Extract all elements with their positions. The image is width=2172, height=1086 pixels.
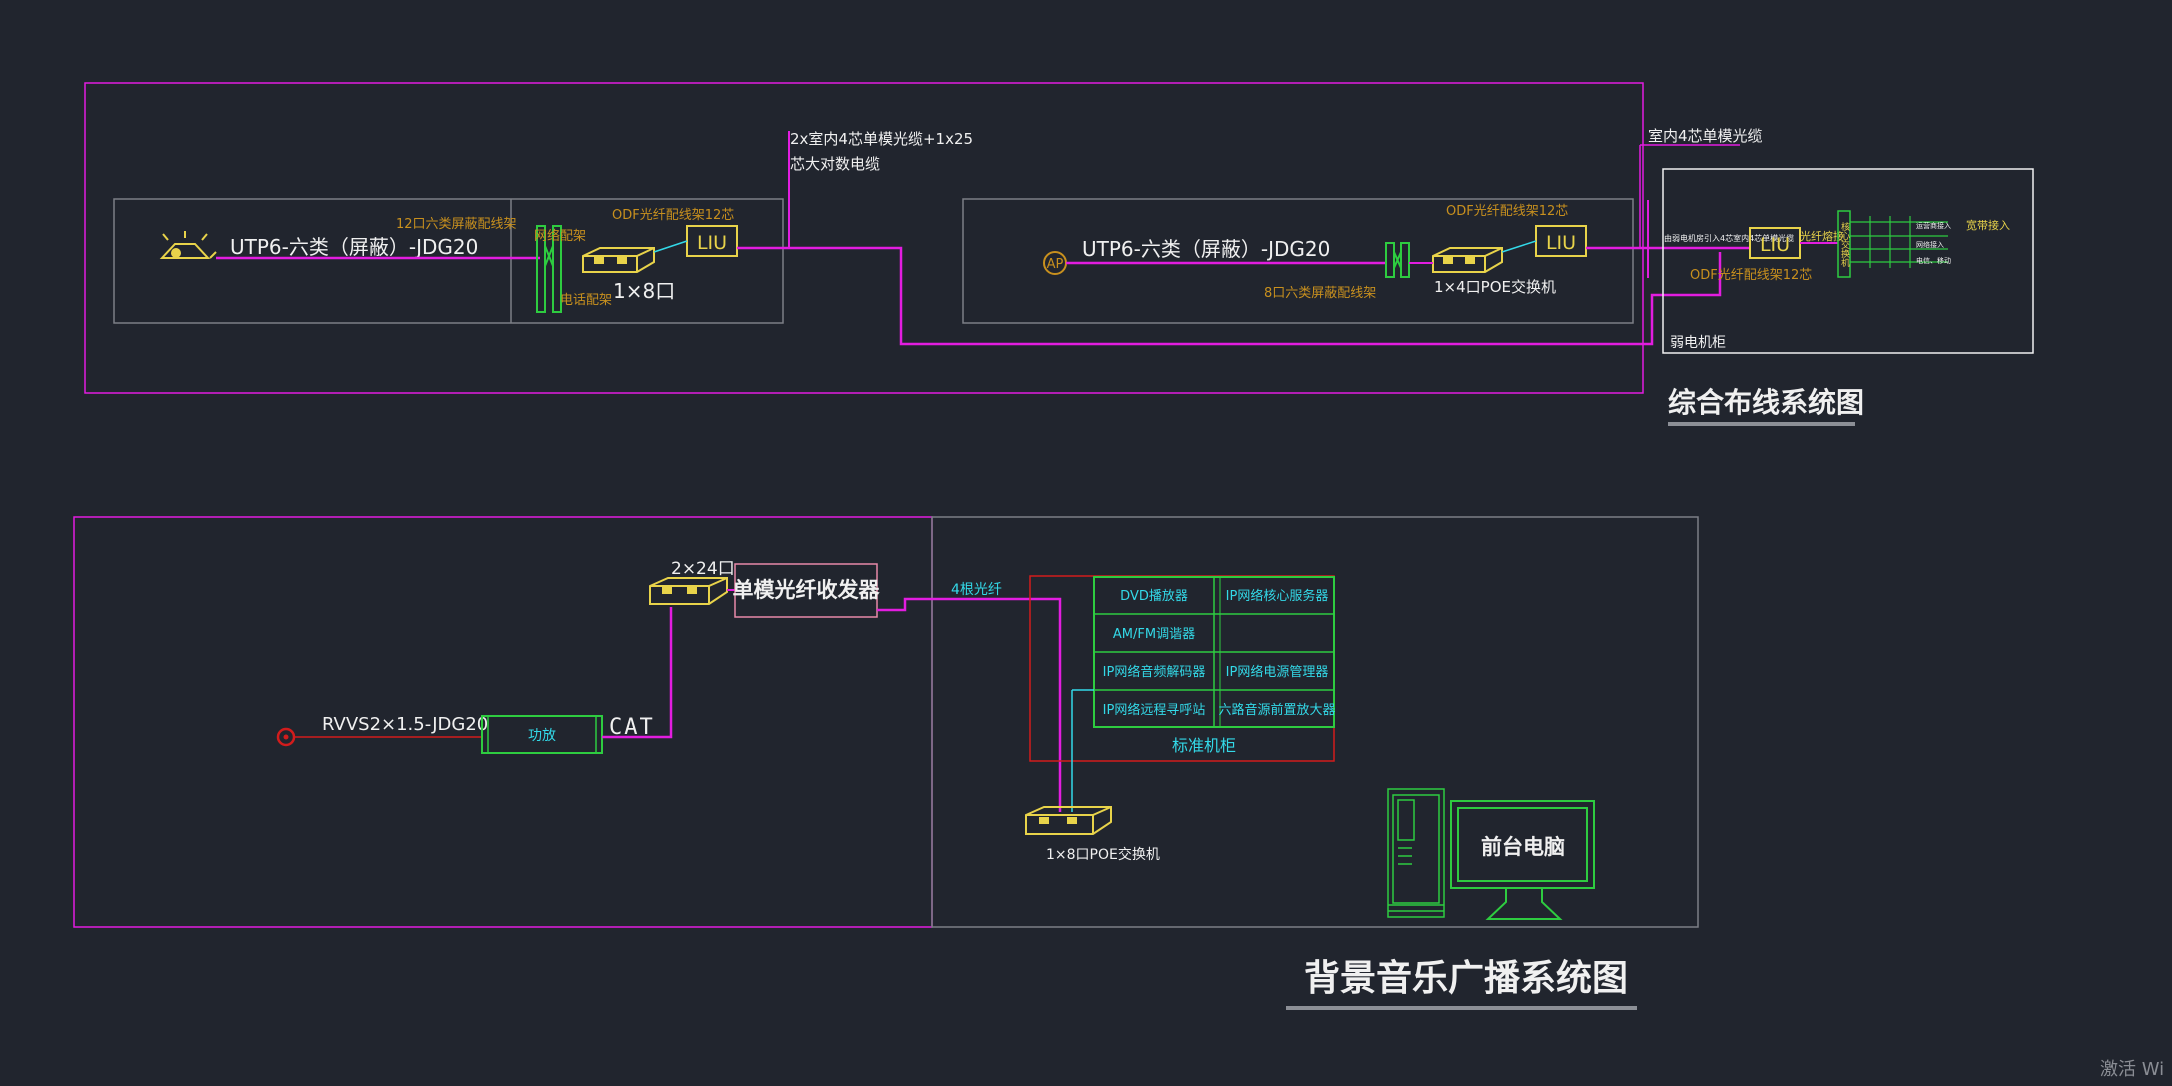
trunk-label-line2: 芯大对数电缆: [790, 155, 880, 173]
left-floor-box: [113, 198, 784, 324]
trunk-label-line1: 2x室内4芯单模光缆+1x25: [790, 130, 973, 148]
rack-item-label: DVD播放器: [1120, 589, 1188, 604]
amplifier-box: [481, 715, 603, 754]
mid-floor-box: [962, 198, 1634, 324]
right-cabinet-label: 弱电机柜: [1670, 335, 1726, 351]
right-odf-label: ODF光纤配线架12芯: [1690, 268, 1812, 283]
broadcast-title: 背景音乐广播系统图: [1304, 958, 1628, 999]
mid-patch-panel-label: 8口六类屏蔽配线架: [1264, 286, 1376, 301]
monitor-icon: [1450, 800, 1595, 920]
left-switch-label: 1×8口: [613, 279, 675, 303]
rack-items: DVD播放器 IP网络核心服务器 AM/FM调谐器 IP网络音频解码器 IP网络电源管理…: [1103, 588, 1336, 718]
left-voice-rack-label: 电话配架: [560, 293, 612, 308]
right-liu-label: LIU: [1760, 234, 1790, 256]
broadcast-switch-top-label: 2×24口: [671, 559, 735, 579]
left-network-rack-label: 网络配架: [534, 228, 586, 244]
transceiver-box: [734, 563, 878, 618]
rack-item-label: IP网络远程寻呼站: [1103, 702, 1206, 718]
broadcast-switch-bottom-icon: [1025, 806, 1112, 835]
rack-item-label: AM/FM调谐器: [1113, 627, 1195, 642]
broadcast-right-frame: [931, 516, 1699, 928]
right-distribution-lines: [1850, 216, 1948, 268]
right-vertical-label: 核心交换机: [1839, 221, 1850, 268]
mid-switch-label: 1×4口POE交换机: [1434, 278, 1556, 296]
rack-item-label: 六路音源前置放大器: [1218, 702, 1335, 718]
transceiver-label: 单模光纤收发器: [733, 578, 881, 602]
rack-item-label: IP网络音频解码器: [1103, 664, 1206, 680]
left-cable-label: UTP6-六类（屏蔽）-JDG20: [230, 235, 478, 259]
cabling-outer-frame: [84, 82, 1644, 394]
fiber-label: 4根光纤: [951, 582, 1002, 598]
pc-tower-icon: [1387, 788, 1445, 918]
left-odf-label: ODF光纤配线架12芯: [612, 208, 734, 223]
left-patch-panel-label: 12口六类屏蔽配线架: [396, 217, 517, 232]
cabling-title: 综合布线系统图: [1668, 386, 1864, 419]
mid-cable-label: UTP6-六类（屏蔽）-JDG20: [1082, 237, 1330, 261]
right-core-label: 光纤熔接: [1800, 229, 1844, 243]
rack-label: 标准机柜: [1172, 736, 1236, 755]
watermark: 激活 Wi: [2100, 1059, 2164, 1080]
left-liu-label: LIU: [697, 232, 727, 254]
mid-odf-label: ODF光纤配线架12芯: [1446, 204, 1568, 219]
speaker-cable-label: RVVS2×1.5-JDG20: [322, 714, 488, 735]
right-carrier-label: 宽带接入: [1966, 218, 2010, 232]
camera-icon: [159, 231, 217, 259]
left-switch-icon: [582, 247, 655, 273]
right-core-switch: [1837, 210, 1851, 278]
trunk-cable: [737, 246, 1722, 346]
mid-liu-label: LIU: [1546, 232, 1576, 254]
right-small-label: 由弱电机房引入4芯室内4芯单模光缆: [1664, 233, 1794, 243]
ap-label: AP: [1047, 257, 1064, 272]
cabling-system: UTP6-六类（屏蔽）-JDG20 12口六类屏蔽配线架 网络配架 电话配架 1…: [84, 82, 2034, 426]
mid-switch-icon: [1432, 247, 1503, 273]
right-small-3: 电信、移动: [1916, 256, 1951, 265]
broadcast-switch-bottom-label: 1×8口POE交换机: [1046, 846, 1160, 863]
rack-item-label: IP网络核心服务器: [1226, 588, 1329, 604]
mid-liu-link: [1501, 240, 1537, 253]
left-rack-frames: [536, 225, 562, 313]
fiber-cable: [877, 597, 1062, 812]
right-small-1: 运营商接入: [1916, 221, 1951, 230]
speaker-dot: [283, 734, 289, 740]
broadcast-switch-top-icon: [649, 577, 728, 605]
right-cabinet-box: [1662, 168, 2034, 354]
broadcast-system: RVVS2×1.5-JDG20 功放 CAT 2×24口 单模光纤收发器 4根光…: [73, 516, 1699, 1010]
right-small-2: 网络接入: [1916, 240, 1944, 249]
amplifier-label: 功放: [528, 728, 556, 744]
rack-item-label: IP网络电源管理器: [1226, 664, 1329, 680]
cat-cable: [602, 607, 673, 739]
computer-label: 前台电脑: [1481, 835, 1565, 859]
left-liu-link: [653, 240, 688, 253]
right-fiber-label: 室内4芯单模光缆: [1648, 127, 1763, 145]
mid-patch-panel-icon: [1385, 242, 1410, 278]
